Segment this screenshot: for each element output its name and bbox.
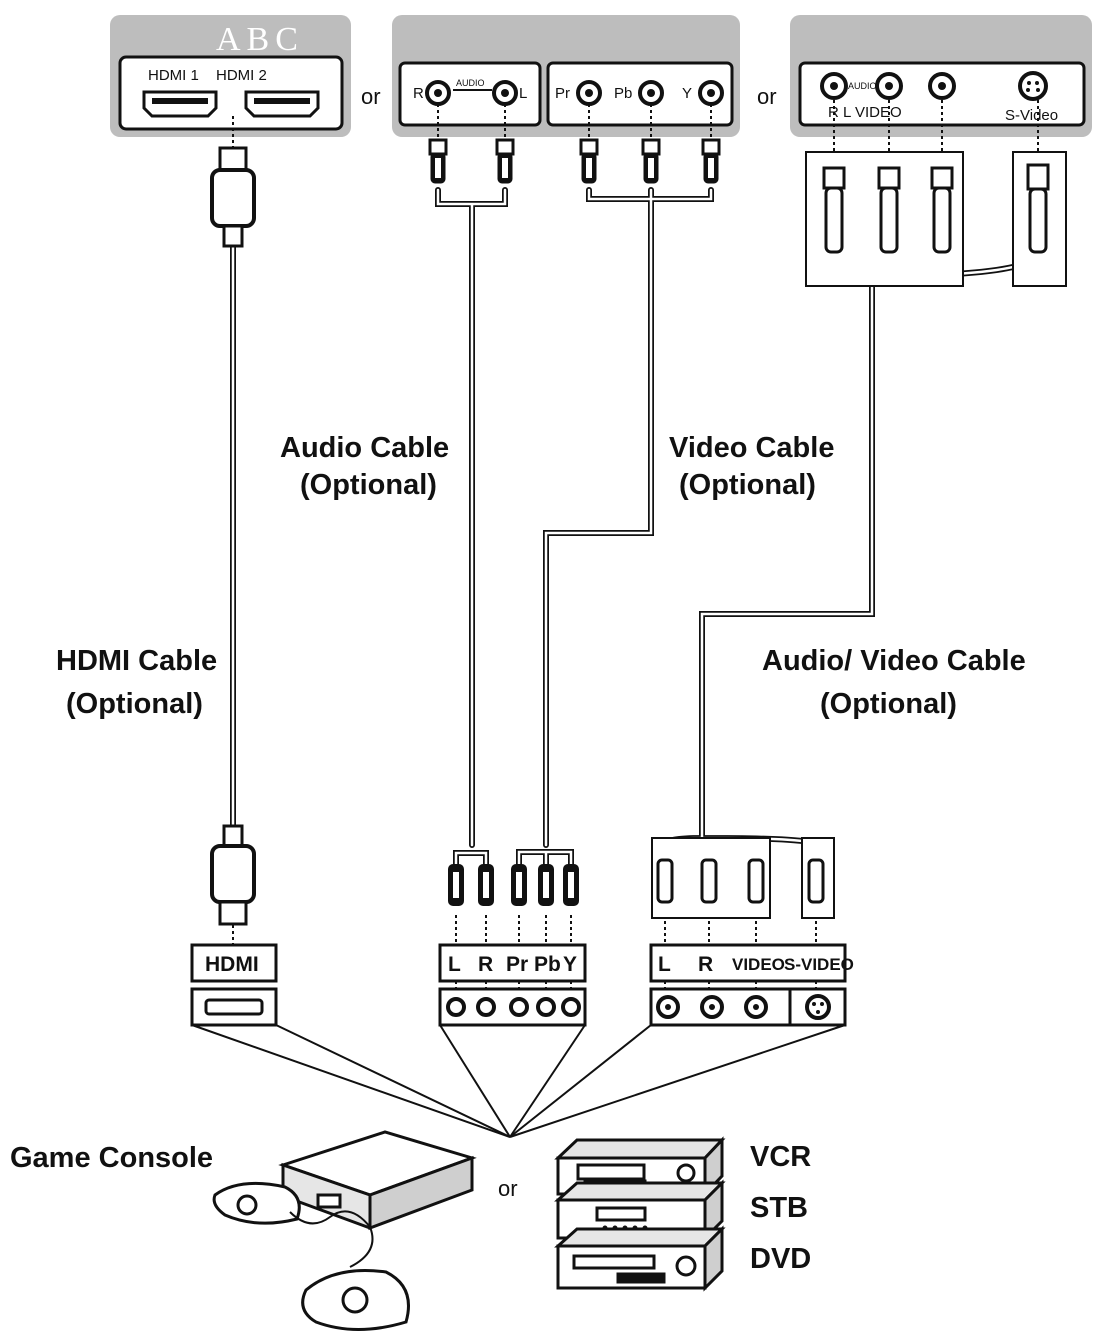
rca-jack-icon (425, 80, 451, 106)
av-plugs-bottom (651, 837, 835, 919)
av-plugs-top (805, 151, 1067, 287)
audio-group-label: AUDIO (456, 78, 485, 88)
source-hdmi-label: HDMI (205, 953, 259, 976)
y-label: Y (682, 85, 692, 102)
source-av-jacks: L R VIDEO S-VIDEO (649, 943, 854, 1027)
audio-cable-title: Audio Cable (280, 432, 449, 464)
source-r-label: R (478, 953, 493, 976)
rca-jack-icon (638, 80, 664, 106)
game-console-icon (212, 1130, 477, 1331)
source-svideo-label: S-VIDEO (784, 955, 854, 974)
cable-runs (230, 187, 1041, 868)
game-console-label: Game Console (10, 1142, 213, 1174)
tv-hdmi-panel: ABC HDMI 1 HDMI 2 (110, 15, 351, 137)
source-av-l-label: L (658, 953, 671, 976)
convergence-lines (191, 1024, 846, 1138)
source-l-label: L (448, 953, 461, 976)
hdmi-port-icon (204, 998, 264, 1016)
rca-plugs-top (428, 138, 721, 184)
pb-label: Pb (614, 85, 632, 102)
rca-jack-icon (820, 72, 848, 100)
rca-jack-icon (492, 80, 518, 106)
video-cable-note: (Optional) (679, 469, 816, 501)
source-y-label: Y (563, 953, 577, 976)
hdmi-2-label: HDMI 2 (216, 67, 267, 84)
av-cable-note: (Optional) (820, 688, 957, 720)
video-cable-title: Video Cable (669, 432, 834, 464)
av-rl-video-label: R L VIDEO (828, 104, 902, 121)
hdmi-2-port-icon (244, 90, 320, 118)
hdmi-1-port-icon (142, 90, 218, 118)
tv-audio-component-panel: R AUDIO L Pr Pb Y (392, 15, 740, 137)
source-hdmi-jack: HDMI (190, 943, 278, 1027)
rca-jack-icon (875, 72, 903, 100)
audio-cable-note: (Optional) (300, 469, 437, 501)
video-cable-line (516, 187, 714, 868)
vcr-label: VCR (750, 1141, 811, 1173)
source-av-r-label: R (698, 953, 713, 976)
av-cable-title: Audio/ Video Cable (762, 645, 1026, 677)
source-video-label: VIDEO (732, 955, 785, 974)
or-label-1: or (361, 84, 381, 109)
rca-jack-icon (698, 80, 724, 106)
dvd-label: DVD (750, 1243, 811, 1275)
audio-r-label: R (413, 85, 424, 102)
or-label-2: or (757, 84, 777, 109)
audio-l-label: L (519, 85, 527, 102)
hdmi-cable-note: (Optional) (66, 688, 203, 720)
source-pr-label: Pr (506, 953, 528, 976)
av-audio-group-label: AUDIO (848, 81, 877, 91)
rca-plugs-bottom (448, 864, 579, 906)
source-component-jacks: L R Pr Pb Y (438, 943, 587, 1027)
svideo-label: S-Video (1005, 107, 1058, 124)
hdmi-plug-bottom (210, 824, 256, 926)
source-pb-label: Pb (534, 953, 561, 976)
dvd-icon (554, 1225, 726, 1292)
av-cable-line (662, 249, 1041, 863)
hdmi-cable-title: HDMI Cable (56, 645, 217, 677)
hdmi-1-label: HDMI 1 (148, 67, 199, 84)
device-or-label: or (498, 1176, 518, 1201)
pr-label: Pr (555, 85, 570, 102)
svideo-jack-icon (1018, 71, 1048, 101)
rca-jack-icon (576, 80, 602, 106)
hdmi-plug-top (210, 146, 256, 248)
brand-label: ABC (216, 21, 304, 58)
stb-label: STB (750, 1192, 808, 1224)
tv-av-panel: AUDIO R L VIDEO S-Video (790, 15, 1092, 137)
rca-jack-icon (928, 72, 956, 100)
